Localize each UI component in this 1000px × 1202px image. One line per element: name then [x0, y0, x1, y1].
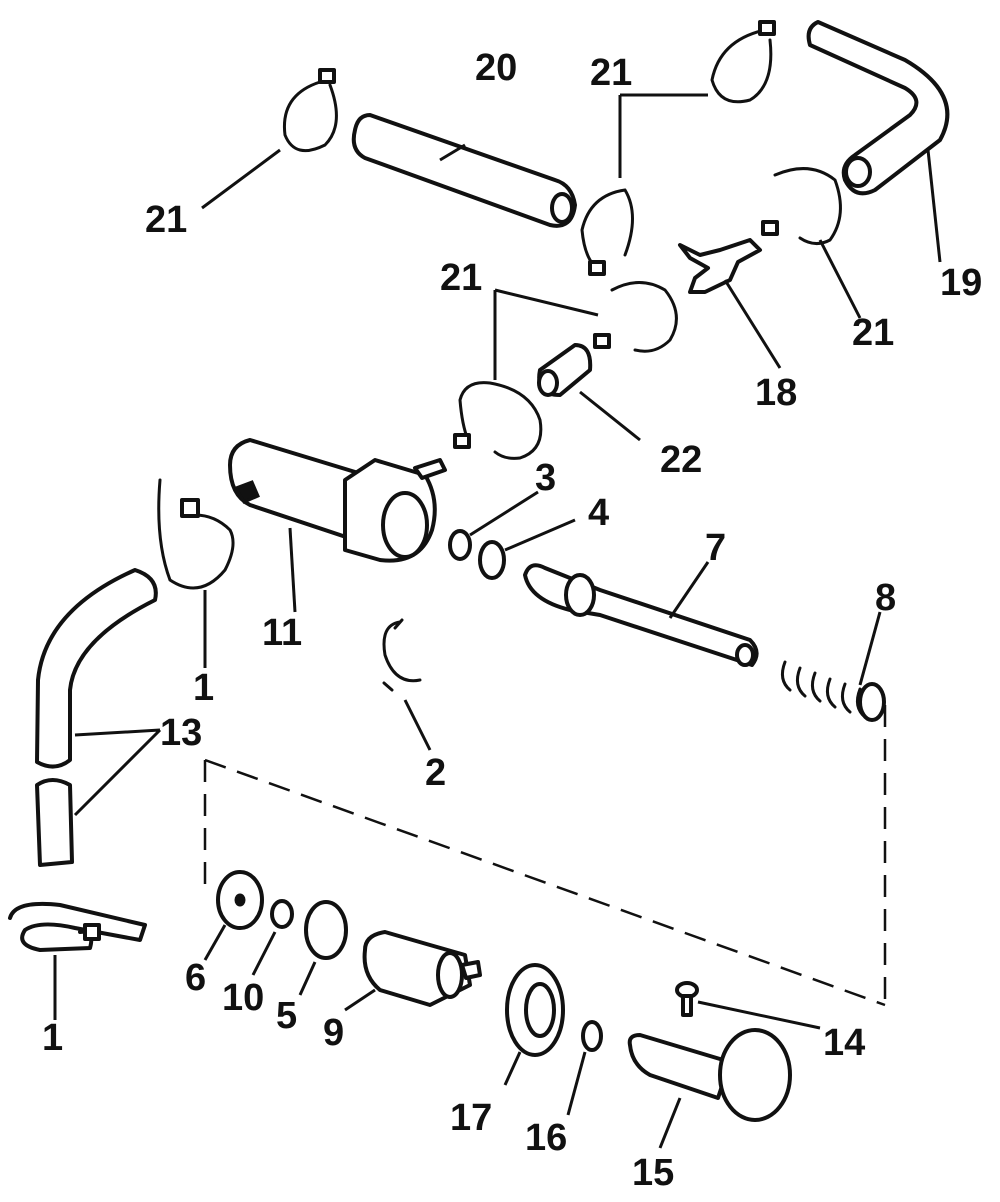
- callout-21-mid: 21: [440, 257, 482, 299]
- callout-4: 4: [588, 492, 609, 534]
- callout-21-top: 21: [590, 52, 632, 94]
- part-5-o-ring: [304, 900, 348, 960]
- callout-2: 2: [425, 752, 446, 794]
- callout-14: 14: [823, 1022, 865, 1064]
- part-21-clamp-right: [761, 167, 842, 245]
- part-21-clamp-mid: [580, 188, 634, 276]
- part-13-hose: [35, 568, 158, 867]
- part-21-clamp-top: [710, 20, 776, 104]
- callout-16: 16: [525, 1117, 567, 1159]
- part-6-washer: [216, 870, 264, 930]
- callout-6: 6: [185, 957, 206, 999]
- callout-labels: 20 21 21 21 21 19 18 22 3 4 7 8 11 1 13 …: [42, 47, 982, 1194]
- part-21-clamp-lower-right: [593, 281, 678, 353]
- callout-7: 7: [705, 527, 726, 569]
- callout-3: 3: [535, 457, 556, 499]
- part-11-valve-body: [228, 438, 447, 563]
- part-4-o-ring: [478, 540, 506, 580]
- callout-18: 18: [755, 372, 797, 414]
- part-9-fitting: [362, 930, 482, 1007]
- part-20-hose: [351, 113, 577, 228]
- callout-21-left: 21: [145, 199, 187, 241]
- callout-8: 8: [875, 577, 896, 619]
- callout-20: 20: [475, 47, 517, 89]
- callout-9: 9: [323, 1012, 344, 1054]
- callout-5: 5: [276, 995, 297, 1037]
- part-1-clamp-upper: [157, 478, 235, 590]
- leader-lines: [53, 93, 942, 1149]
- callout-11: 11: [262, 612, 302, 654]
- callout-1-upper: 1: [193, 667, 214, 709]
- callout-13: 13: [160, 712, 202, 754]
- callout-15: 15: [632, 1152, 674, 1194]
- part-18-tee-fitting: [678, 238, 762, 294]
- part-7-shaft: [523, 563, 759, 667]
- part-21-clamp-lower-left: [453, 381, 543, 460]
- part-19-hose: [806, 20, 950, 196]
- callout-1-lower: 1: [42, 1017, 63, 1059]
- part-14-screw: [675, 981, 699, 1017]
- assembly-dashed-line: [203, 705, 887, 1010]
- part-10-o-ring: [270, 899, 294, 929]
- callout-19: 19: [940, 262, 982, 304]
- callout-17: 17: [450, 1097, 492, 1139]
- part-15-knob: [627, 1028, 792, 1122]
- part-16-o-ring: [581, 1020, 603, 1052]
- part-2-retaining-ring: [382, 618, 422, 692]
- callout-10: 10: [222, 977, 264, 1019]
- callout-22: 22: [660, 439, 702, 481]
- callout-21-right: 21: [852, 312, 894, 354]
- part-1-clamp-lower: [8, 901, 147, 952]
- part-8-spring: [780, 660, 886, 722]
- part-17-nut: [505, 963, 565, 1057]
- part-22-sleeve: [537, 343, 593, 397]
- part-21-clamp-left: [282, 68, 338, 153]
- part-3-o-ring: [448, 529, 472, 561]
